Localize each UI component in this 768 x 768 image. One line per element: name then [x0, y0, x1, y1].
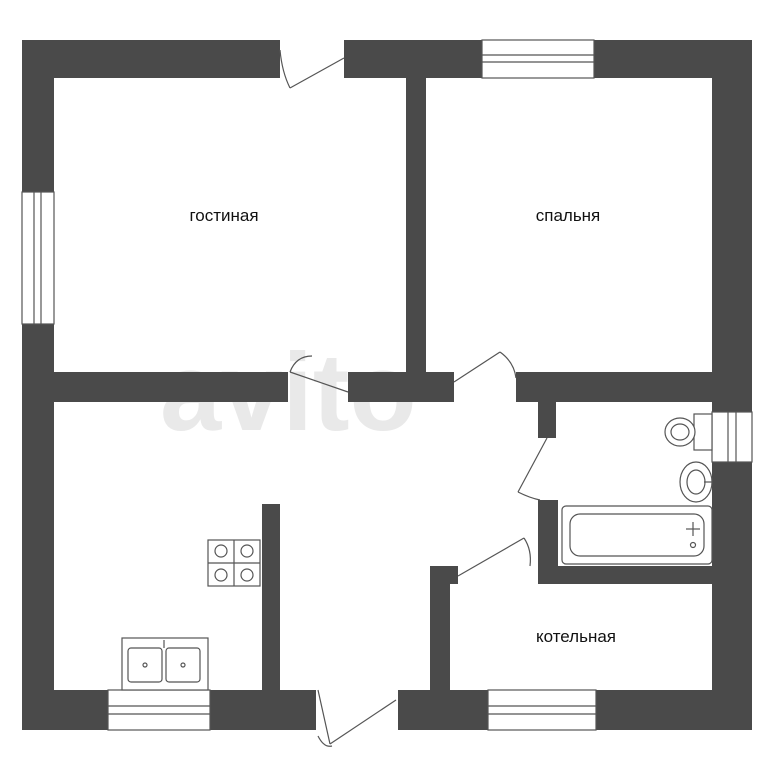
wall-mid-center — [348, 372, 454, 402]
door-living-room — [289, 355, 349, 393]
window-boiler-bottom — [487, 689, 597, 731]
wall-mid-right — [516, 372, 712, 402]
wall-living-bedroom — [406, 78, 426, 372]
door-bedroom — [453, 351, 517, 383]
walls — [22, 40, 752, 730]
boiler-wall-left — [430, 566, 450, 690]
window-kitchen-bottom — [107, 689, 211, 731]
window-bedroom-top — [481, 39, 595, 79]
window-living-left — [21, 191, 55, 325]
living-room-label: гостиная — [189, 206, 258, 225]
washbasin-icon — [679, 461, 713, 503]
boiler-room-label: котельная — [536, 627, 616, 646]
stove-icon — [207, 539, 261, 587]
door-bathroom — [517, 437, 548, 501]
window-bathroom-right — [711, 411, 753, 463]
toilet-icon — [664, 413, 713, 451]
door-boiler-room — [457, 537, 531, 577]
door-bottom-entrance — [317, 689, 397, 747]
outer-wall-left — [22, 40, 54, 730]
bathtub-icon — [561, 505, 713, 565]
fixtures — [121, 413, 713, 691]
outer-wall-right — [712, 40, 752, 730]
outer-wall-top-left — [22, 40, 280, 78]
kitchen-sink-icon — [121, 637, 209, 691]
windows — [21, 39, 753, 731]
door-top-entrance — [279, 49, 345, 89]
bathroom-wall-left — [538, 500, 558, 582]
kitchen-partition — [262, 504, 280, 690]
bathroom-wall-bottom — [538, 566, 712, 584]
wall-mid-left — [54, 372, 288, 402]
bedroom-label: спальня — [536, 206, 601, 225]
doors — [279, 49, 548, 747]
bathroom-wall-stub-top — [538, 400, 556, 438]
